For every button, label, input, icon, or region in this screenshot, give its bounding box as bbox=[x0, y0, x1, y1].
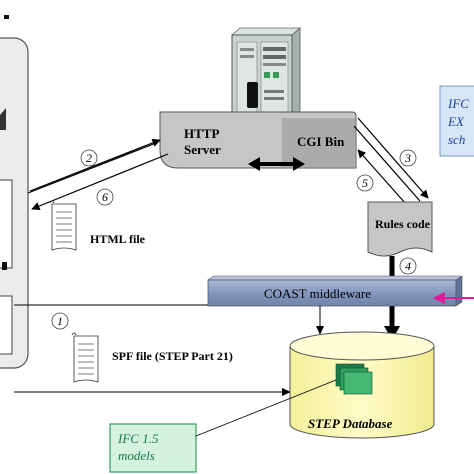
html-file-document-icon bbox=[49, 200, 77, 251]
step-3-label: 3 bbox=[404, 151, 411, 165]
step-6-label: 6 bbox=[102, 190, 108, 204]
coast-middleware-bar: COAST middleware bbox=[207, 275, 463, 307]
ifc-models-label-1: IFC 1.5 bbox=[117, 431, 159, 446]
cgi-rules-arrows bbox=[353, 117, 429, 205]
http-server-label-2: Server bbox=[184, 142, 221, 157]
step-5-label: 5 bbox=[362, 176, 368, 190]
http-server-node: HTTP Server CGI Bin bbox=[159, 111, 357, 169]
step-4-label: 4 bbox=[405, 259, 411, 273]
ifc-schema-label-2: EX bbox=[447, 114, 465, 129]
spf-file-label: SPF file (STEP Part 21) bbox=[112, 349, 233, 363]
client-panel bbox=[0, 15, 29, 369]
rules-code-label: Rules code bbox=[375, 217, 431, 231]
html-file-label: HTML file bbox=[90, 232, 146, 246]
coast-middleware-label: COAST middleware bbox=[264, 286, 371, 301]
http-server-label-1: HTTP bbox=[184, 126, 219, 141]
ifc-schema-label-1: IFC bbox=[447, 96, 469, 111]
rules-code-node: Rules code bbox=[367, 201, 433, 257]
ifc-models-box: IFC 1.5 models bbox=[109, 423, 197, 473]
ifc-schema-label-3: sch bbox=[448, 132, 465, 147]
spf-file-document-icon bbox=[71, 332, 99, 383]
server-cgi-link-arrow bbox=[248, 157, 305, 171]
server-tower-icon bbox=[230, 27, 302, 136]
ifc-models-link bbox=[195, 379, 337, 437]
cgi-bin-label: CGI Bin bbox=[297, 134, 345, 149]
model-stack-icon bbox=[335, 363, 373, 395]
step-2-label: 2 bbox=[86, 151, 92, 165]
step-markers: 2 6 3 5 4 1 bbox=[51, 149, 417, 330]
middleware-to-db-arrow bbox=[316, 306, 324, 335]
ifc-models-label-2: models bbox=[118, 448, 155, 463]
request-arrows bbox=[27, 138, 169, 211]
ifc-schema-box: IFC EX sch bbox=[439, 85, 474, 157]
step-1-label: 1 bbox=[57, 314, 63, 328]
step-database-cylinder: STEP Database bbox=[289, 331, 435, 439]
step-database-label: STEP Database bbox=[308, 416, 393, 431]
